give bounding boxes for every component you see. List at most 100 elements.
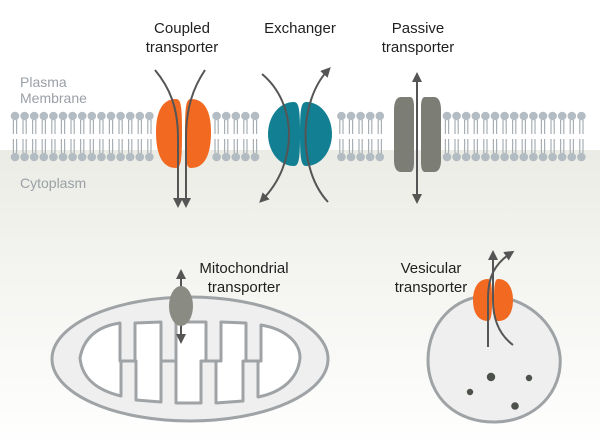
lipid-head bbox=[567, 111, 577, 121]
lipid-tail bbox=[252, 120, 258, 134]
lipid-tail bbox=[128, 120, 133, 134]
lipid-head bbox=[452, 152, 461, 162]
lipid-tail bbox=[243, 139, 248, 153]
lipid-tail bbox=[243, 120, 248, 134]
exchanger-label: Exchanger bbox=[264, 20, 336, 37]
lipid-head bbox=[461, 152, 471, 162]
plasma-membrane-bilayer bbox=[10, 111, 586, 162]
lipid-tail bbox=[12, 120, 18, 134]
vesicular-transporter-label-line1: Vesicular bbox=[401, 260, 462, 277]
coupled-transporter-arrow-2 bbox=[181, 69, 206, 208]
lipid-head bbox=[212, 152, 221, 162]
vesicle-content-dot bbox=[486, 372, 496, 382]
passive-transporter bbox=[394, 72, 441, 204]
lipid-tail bbox=[51, 120, 56, 134]
lipid-tail bbox=[368, 120, 373, 134]
lipid-head bbox=[471, 152, 481, 162]
lipid-tail bbox=[492, 139, 498, 153]
exchanger bbox=[259, 67, 332, 203]
lipid-tail bbox=[70, 120, 75, 134]
lipid-tail bbox=[540, 139, 546, 153]
lipid-head bbox=[577, 152, 586, 162]
vesicle-content-dot bbox=[466, 388, 474, 396]
lipid-head bbox=[212, 111, 221, 121]
mitochondrial-transporter-label-line1: Mitochondrial bbox=[199, 260, 288, 277]
lipid-head bbox=[365, 152, 375, 162]
lipid-head bbox=[538, 152, 548, 162]
lipid-head bbox=[135, 111, 145, 121]
lipid-tail bbox=[521, 120, 526, 134]
vesicle-content-dot bbox=[511, 402, 519, 410]
lipid-head bbox=[10, 111, 20, 121]
lipid-head bbox=[87, 152, 97, 162]
lipid-tail bbox=[137, 120, 142, 134]
lipid-head bbox=[221, 111, 231, 121]
lipid-head bbox=[58, 111, 68, 121]
lipid-head bbox=[125, 111, 135, 121]
lipid-head bbox=[442, 111, 452, 121]
lipid-tail bbox=[464, 120, 469, 134]
lipid-tail bbox=[60, 139, 66, 153]
lipid-tail bbox=[70, 139, 75, 153]
lipid-tail bbox=[531, 120, 536, 134]
lipid-head bbox=[39, 111, 49, 121]
lipid-head bbox=[365, 111, 375, 121]
lipid-head bbox=[337, 152, 346, 162]
lipid-head bbox=[231, 111, 241, 121]
lipid-tail bbox=[348, 139, 354, 153]
mitochondrion-cristae bbox=[78, 320, 302, 405]
lipid-tail bbox=[569, 120, 574, 134]
lipid-tail bbox=[99, 120, 104, 134]
lipid-tail bbox=[358, 139, 363, 153]
lipid-tail bbox=[483, 120, 488, 134]
lipid-head bbox=[481, 111, 490, 121]
lipid-tail bbox=[108, 139, 114, 153]
lipid-tail bbox=[233, 139, 238, 153]
lipid-head bbox=[10, 152, 20, 162]
lipid-tail bbox=[214, 139, 219, 153]
lipid-head bbox=[250, 111, 260, 121]
plasma-membrane-label-line2: Membrane bbox=[20, 90, 87, 106]
lipid-tail bbox=[377, 120, 382, 134]
lipid-tail bbox=[444, 120, 450, 134]
lipid-head bbox=[519, 111, 529, 121]
lipid-head bbox=[49, 111, 58, 121]
lipid-head bbox=[519, 152, 529, 162]
lipid-tail bbox=[60, 120, 66, 134]
lipid-head bbox=[58, 152, 68, 162]
lipid-tail bbox=[502, 139, 507, 153]
lipid-head bbox=[375, 152, 385, 162]
lipid-tail bbox=[444, 139, 450, 153]
cytoplasm-label: Cytoplasm bbox=[20, 175, 86, 191]
lipid-head bbox=[49, 152, 58, 162]
lipid-tail bbox=[118, 139, 123, 153]
lipid-tail bbox=[569, 139, 574, 153]
lipid-head bbox=[452, 111, 461, 121]
vesicle-content-dot bbox=[525, 374, 533, 382]
mitochondrion bbox=[50, 269, 330, 423]
lipid-head bbox=[500, 152, 509, 162]
lipid-tail bbox=[89, 120, 94, 134]
lipid-head bbox=[87, 111, 97, 121]
lipid-tail bbox=[233, 120, 238, 134]
lipid-head bbox=[509, 152, 519, 162]
lipid-head bbox=[97, 152, 106, 162]
lipid-tail bbox=[214, 120, 219, 134]
lipid-head bbox=[29, 152, 39, 162]
lipid-head bbox=[548, 152, 557, 162]
lipid-head bbox=[116, 111, 125, 121]
lipid-tail bbox=[128, 139, 133, 153]
passive-transporter-label-line1: Passive bbox=[392, 20, 445, 37]
lipid-tail bbox=[531, 139, 536, 153]
lipid-head bbox=[20, 152, 29, 162]
lipid-tail bbox=[252, 139, 258, 153]
mitochondrial-transporter-label-line2: transporter bbox=[208, 279, 281, 296]
lipid-tail bbox=[550, 139, 555, 153]
lipid-head bbox=[106, 152, 116, 162]
vesicular-transporter-label-line2: transporter bbox=[395, 279, 468, 296]
lipid-tail bbox=[41, 120, 46, 134]
lipid-tail bbox=[473, 120, 478, 134]
lipid-tail bbox=[560, 139, 565, 153]
lipid-tail bbox=[579, 139, 584, 153]
